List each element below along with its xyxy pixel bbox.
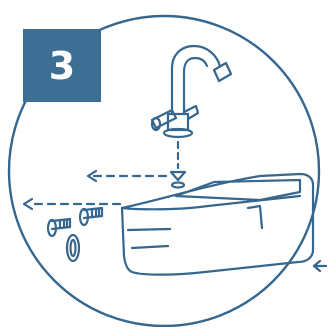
step-badge: 3 <box>23 29 101 102</box>
faucet-icon <box>152 46 231 137</box>
washer-icon <box>67 235 79 261</box>
guide-triangle-icon <box>171 172 185 180</box>
left-guide-arrow-lower <box>24 199 120 209</box>
mounting-bolt-icon <box>48 208 102 236</box>
rotation-arrow-icon <box>314 261 326 271</box>
step-number: 3 <box>49 47 75 85</box>
sink-icon <box>122 174 313 275</box>
left-guide-arrow-upper <box>88 171 166 181</box>
